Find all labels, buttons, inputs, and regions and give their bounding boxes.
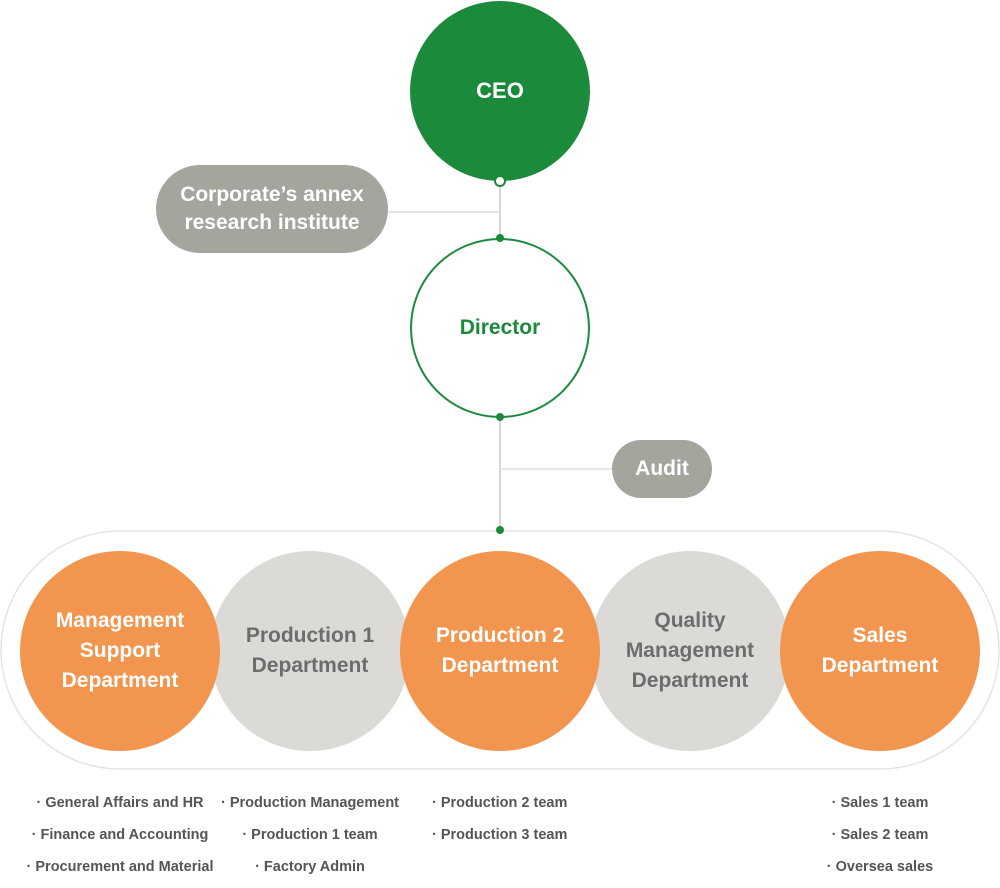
team-item: · Finance and Accounting (31, 827, 209, 843)
audit-label: Audit (635, 457, 689, 480)
dept-sales: Sales Department (780, 551, 980, 751)
audit-node: Audit (612, 440, 712, 498)
sales-teams: · Sales 1 team · Sales 2 team · Oversea … (780, 792, 980, 888)
team-item: · Factory Admin (255, 859, 365, 875)
annex-label: Corporate’s annex research institute (180, 183, 364, 234)
team-item: · Procurement and Material (26, 859, 214, 875)
team-item: · Sales 2 team (831, 827, 929, 843)
dept-label: Production 2 Department (435, 624, 565, 677)
director-top-dot (496, 234, 504, 242)
dept-label: Production 1 Department (245, 624, 375, 677)
management-support-teams: · General Affairs and HR · Finance and A… (20, 792, 220, 888)
production-2-teams: · Production 2 team · Production 3 team (432, 792, 592, 856)
director-node: Director (410, 238, 590, 418)
team-item: · Production Management (220, 795, 400, 811)
director-bottom-dot (496, 413, 504, 421)
dept-label: Sales Department (821, 624, 939, 677)
dept-label: Management Support Department (55, 609, 185, 692)
ceo-node: CEO (410, 1, 590, 181)
team-item: · General Affairs and HR (36, 795, 204, 811)
team-item: · Sales 1 team (831, 795, 929, 811)
team-item: · Oversea sales (826, 859, 934, 875)
production-1-teams: · Production Management · Production 1 t… (210, 792, 410, 888)
team-item: · Production 1 team (242, 827, 378, 843)
dept-label: Quality Management Department (625, 609, 755, 692)
dept-quality-management: Quality Management Department (590, 551, 790, 751)
dept-management-support: Management Support Department (20, 551, 220, 751)
director-label: Director (459, 316, 541, 339)
ceo-bottom-dot (494, 175, 506, 187)
departments-top-dot (496, 526, 504, 534)
annex-research-node: Corporate’s annex research institute (156, 165, 388, 253)
dept-production-2: Production 2 Department (400, 551, 600, 751)
ceo-label: CEO (476, 78, 524, 103)
team-item: · Production 2 team (432, 795, 568, 811)
dept-production-1: Production 1 Department (210, 551, 410, 751)
team-item: · Production 3 team (432, 827, 568, 843)
